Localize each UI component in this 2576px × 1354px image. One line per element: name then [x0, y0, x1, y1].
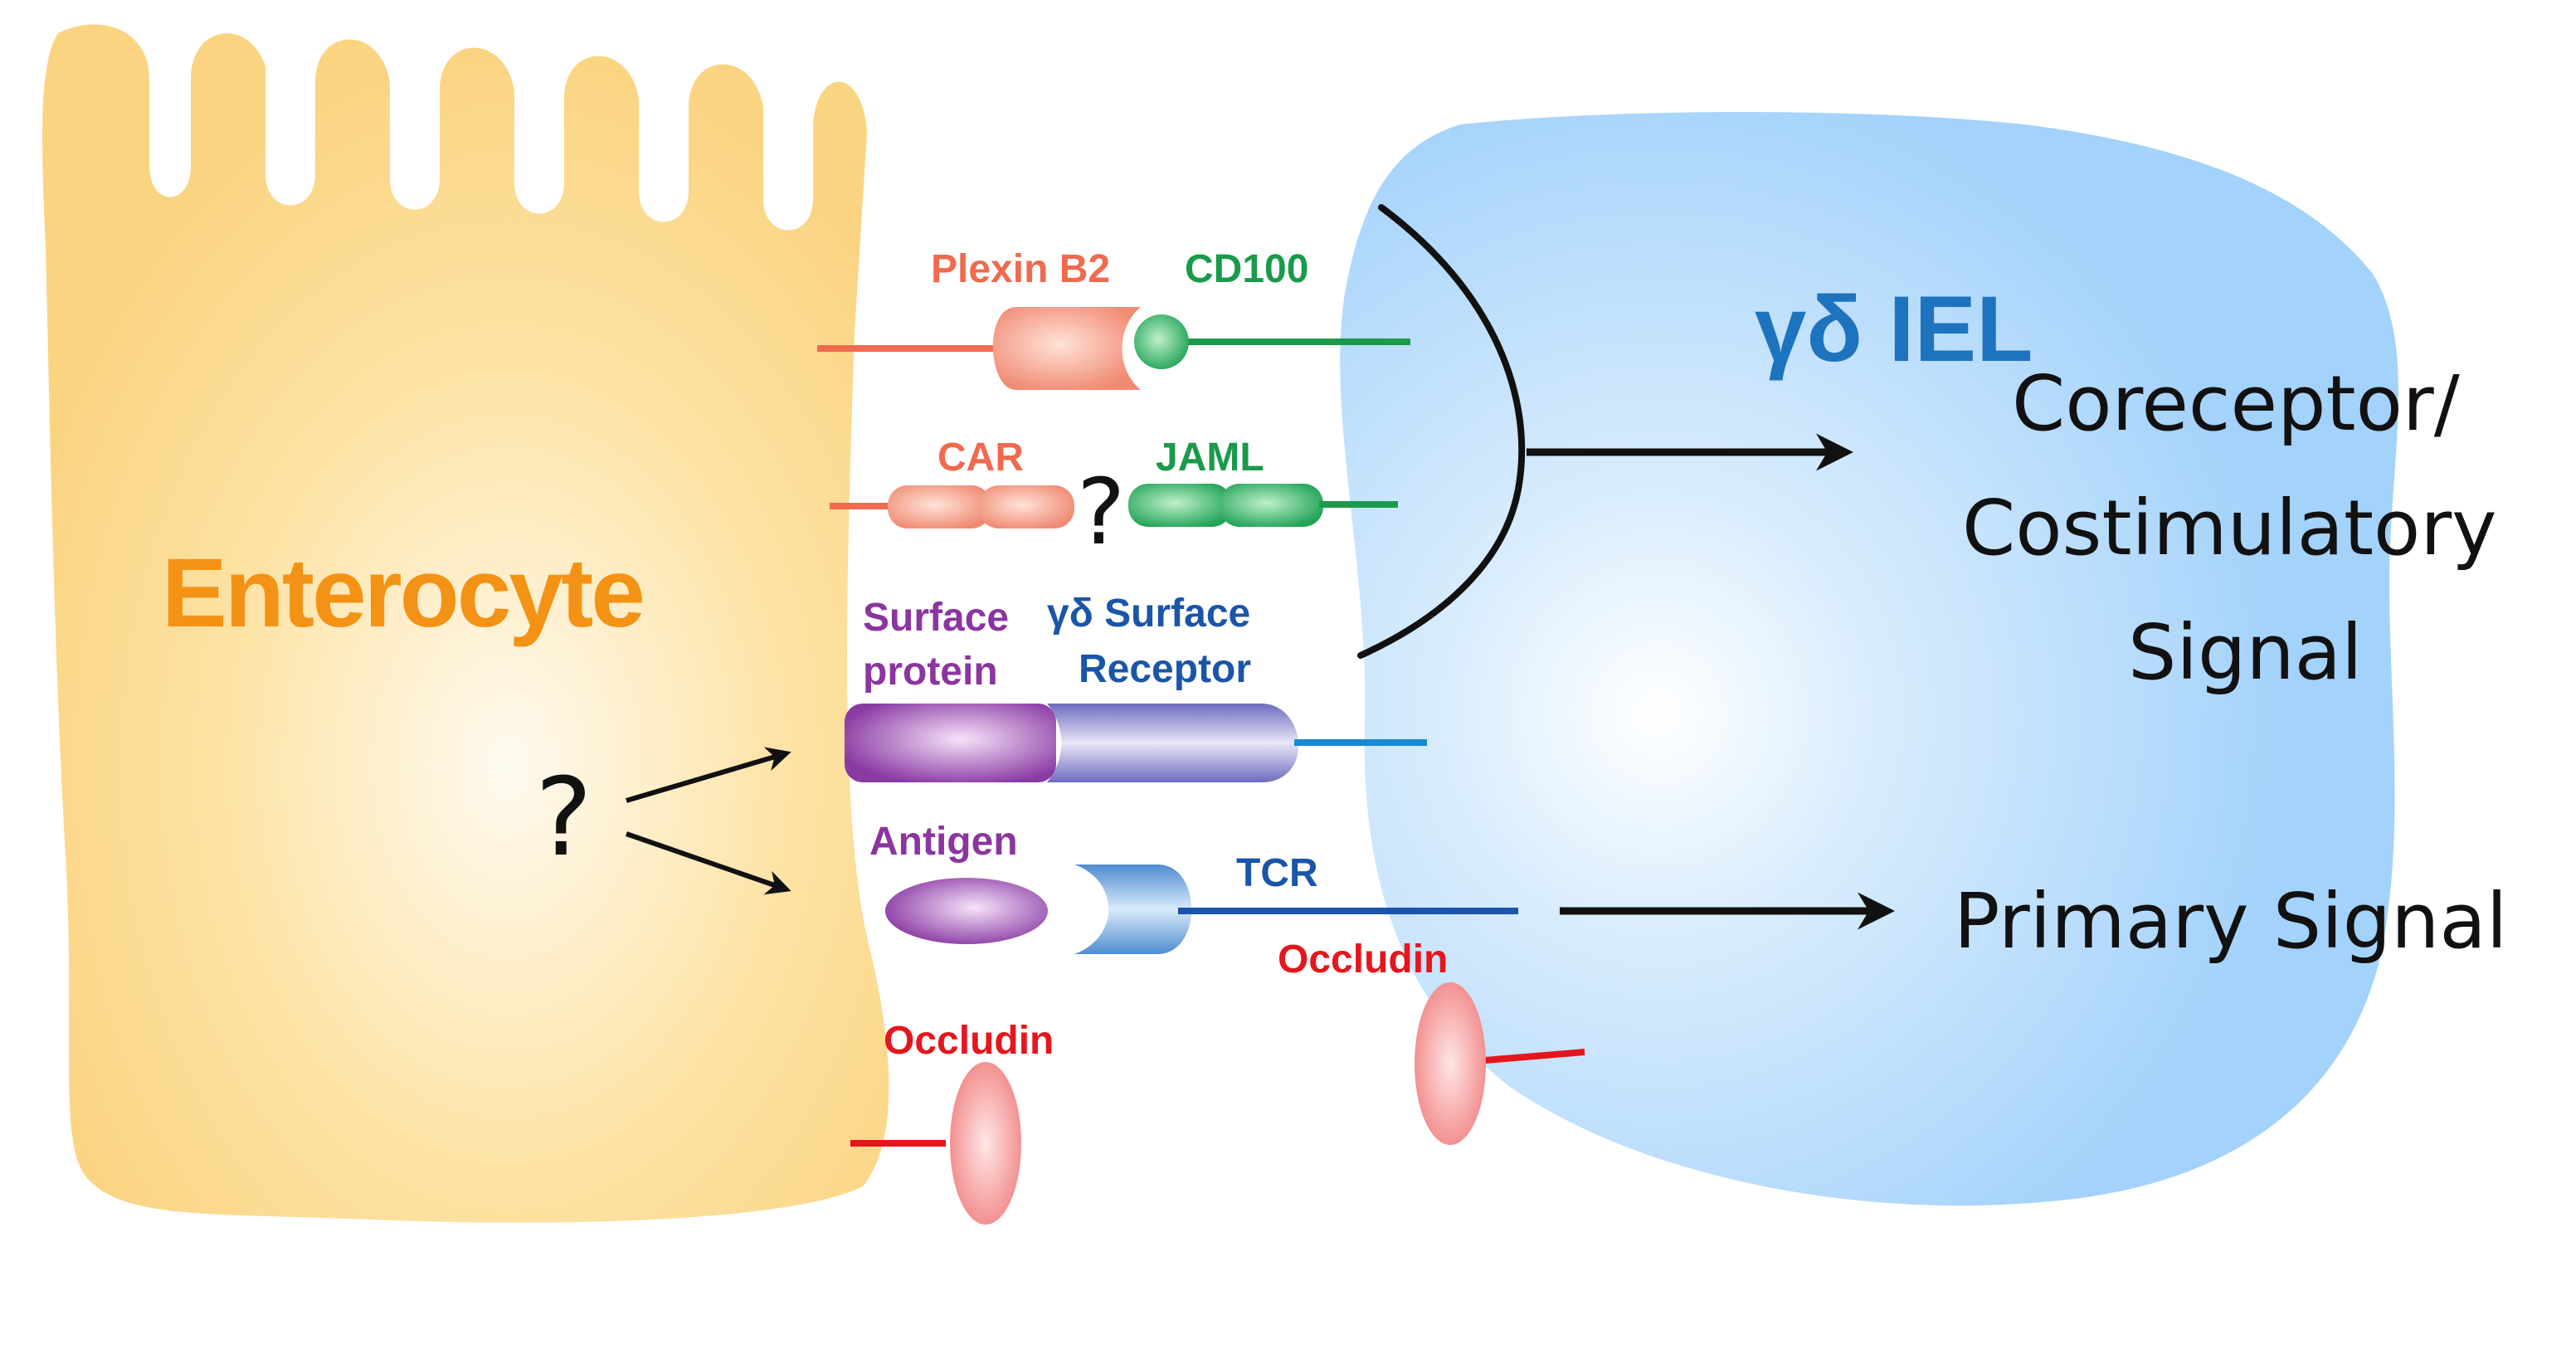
occludin-iel-stalk — [1484, 1049, 1585, 1064]
jaml-label: JAML — [1156, 436, 1264, 480]
occludin-iel-label: Occludin — [1278, 938, 1448, 981]
plexin-b2-label: Plexin B2 — [931, 247, 1110, 291]
plexin-b2-receptor — [992, 307, 1141, 390]
iel-cell — [1340, 112, 2398, 1206]
gd-surface-receptor-shape — [1047, 704, 1299, 782]
coreceptor-signal-line-2: Costimulatory — [1962, 484, 2497, 572]
cd100-ligand — [1134, 314, 1189, 369]
jaml-domain-1 — [1128, 484, 1232, 527]
coreceptor-signal-line-1: Coreceptor/ — [2012, 359, 2460, 448]
occludin-enterocyte-label: Occludin — [884, 1019, 1054, 1063]
surface-protein-label-1: Surface — [863, 596, 1009, 640]
question-arrow-lower — [626, 831, 791, 895]
iel-label: γδ IEL — [1755, 277, 2033, 381]
enterocyte-question-mark: ? — [535, 754, 592, 880]
gd-receptor-label-1: γδ Surface — [1047, 592, 1250, 636]
enterocyte-label: Enterocyte — [162, 538, 643, 648]
enterocyte-cell — [41, 24, 889, 1223]
antigen-label: Antigen — [869, 820, 1018, 864]
primary-signal-label: Primary Signal — [1954, 877, 2507, 966]
jaml-domain-2 — [1220, 484, 1323, 527]
occludin-iel-shape — [1415, 982, 1486, 1145]
car-jaml-question-mark: ? — [1077, 459, 1125, 565]
car-domain-1 — [888, 485, 991, 528]
surface-protein-shape — [845, 704, 1056, 782]
tcr-label: TCR — [1236, 851, 1318, 895]
cd100-label: CD100 — [1185, 247, 1308, 291]
occludin-enterocyte-shape — [950, 1062, 1021, 1225]
tcr-shape — [1074, 865, 1192, 954]
antigen-shape — [885, 878, 1048, 944]
gd-receptor-label-2: Receptor — [1079, 647, 1251, 691]
car-domain-2 — [979, 485, 1074, 528]
coreceptor-bracket — [1357, 204, 1526, 659]
question-arrow-upper — [626, 747, 791, 803]
surface-protein-label-2: protein — [863, 650, 998, 694]
car-label: CAR — [937, 436, 1024, 480]
coreceptor-signal-line-3: Signal — [2128, 608, 2363, 697]
